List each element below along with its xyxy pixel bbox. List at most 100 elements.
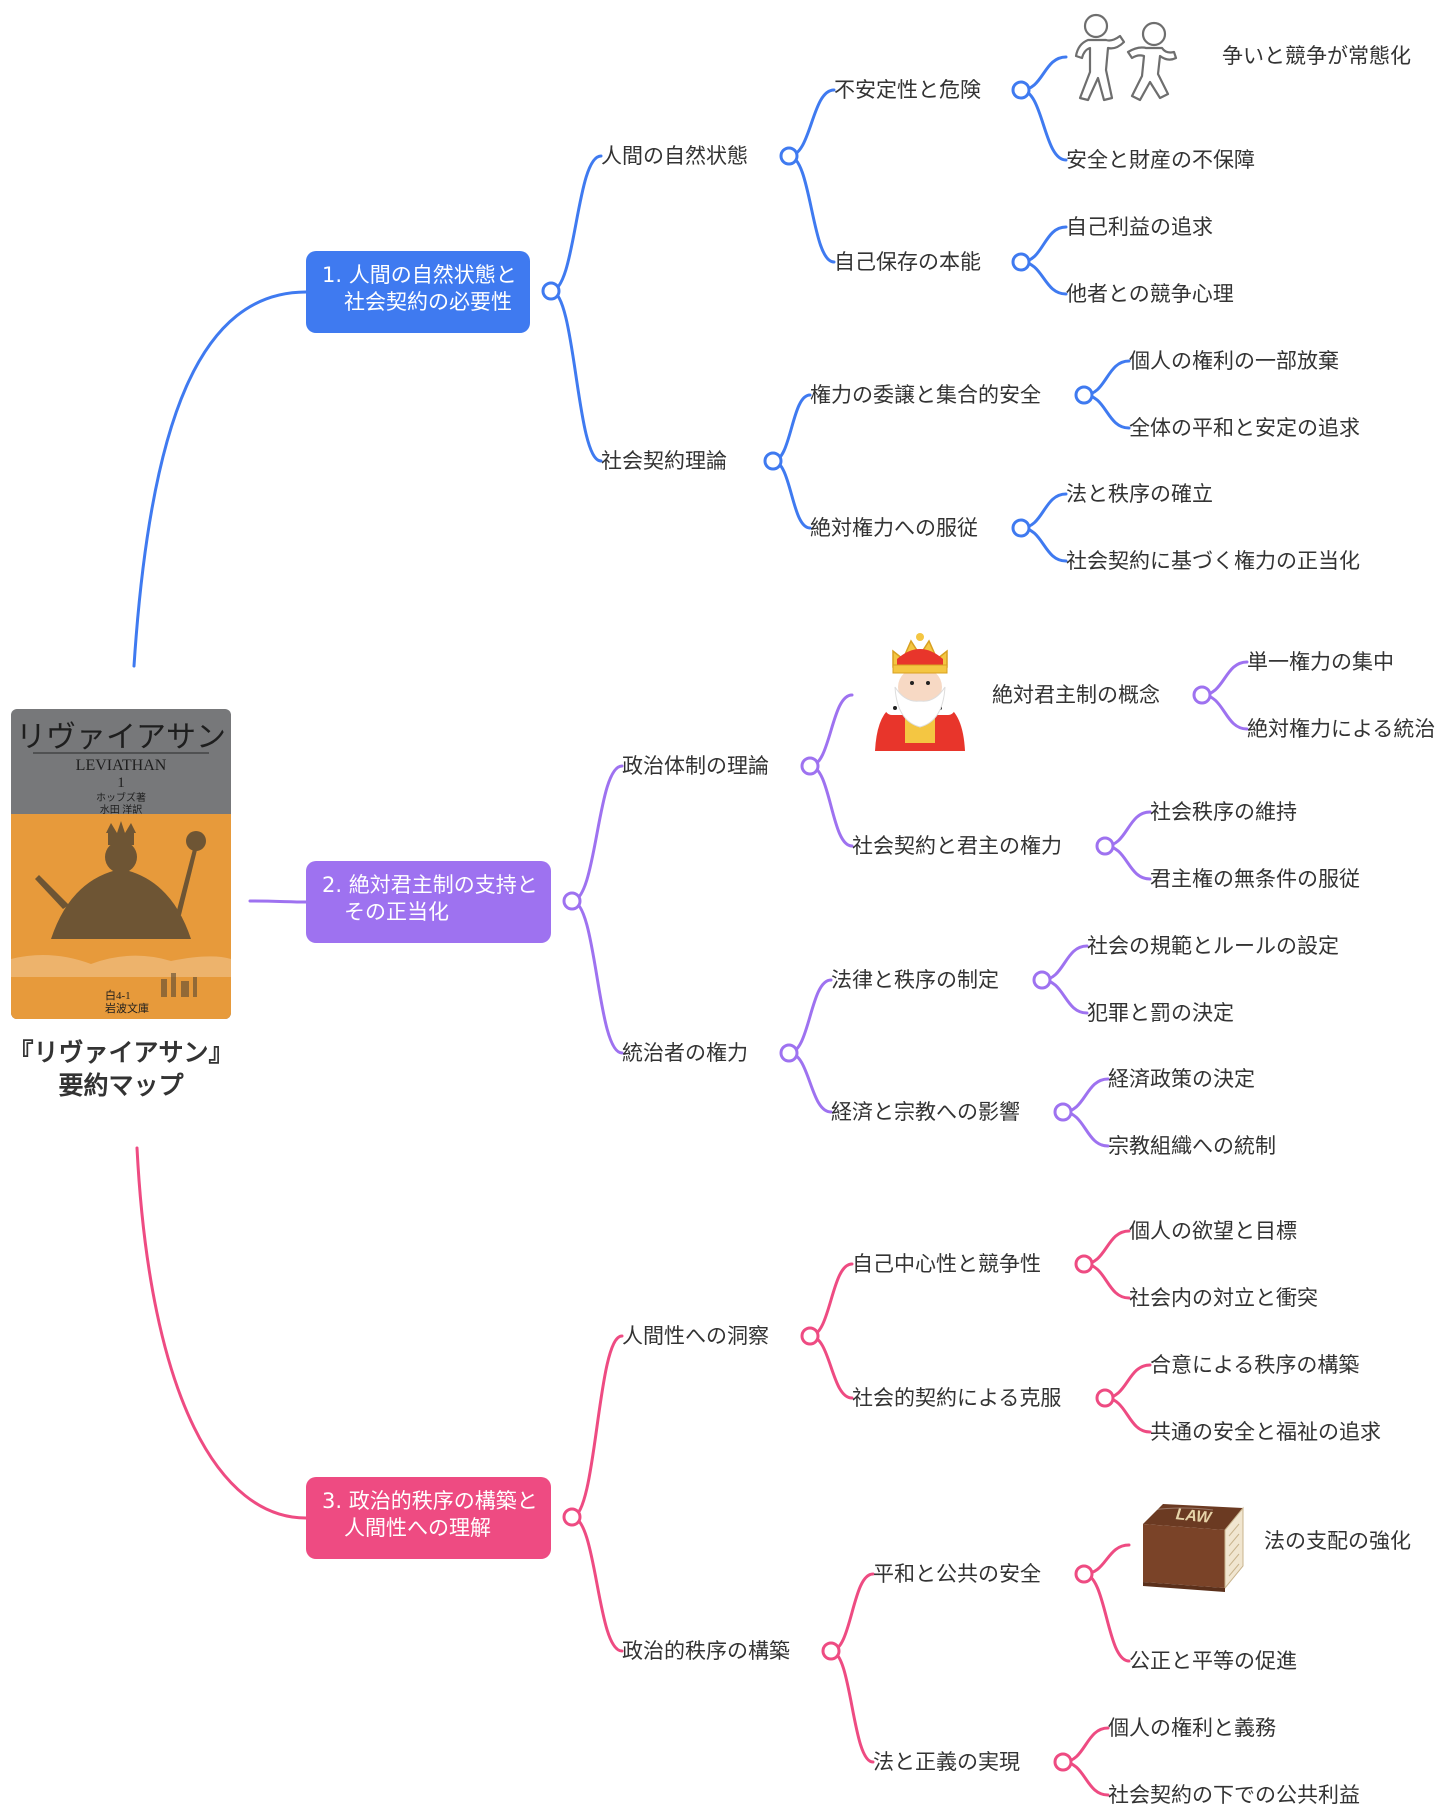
leaf-social-order[interactable]: 社会秩序の維持: [1150, 800, 1297, 824]
connector-1: [248, 899, 308, 904]
connector-dot: [1074, 1564, 1094, 1584]
leaf-religious-control[interactable]: 宗教組織への統制: [1108, 1134, 1276, 1158]
leaf-constant-conflict[interactable]: 争いと競争が常態化: [1222, 44, 1411, 68]
connector-dot: [779, 1043, 799, 1063]
cover-publisher: 岩波文庫: [105, 1001, 149, 1015]
leaf-common-welfare[interactable]: 共通の安全と福祉の追求: [1150, 1420, 1381, 1444]
branch-3-line2: 人間性への理解: [344, 1516, 491, 1540]
node-absolute-obedience[interactable]: 絶対権力への服従: [810, 516, 978, 540]
fighting-people-icon: [1068, 12, 1188, 104]
branch-2-node[interactable]: 2. 絶対君主制の支持と その正当化: [306, 861, 551, 943]
cover-volume: 1: [117, 775, 125, 791]
node-absolute-monarchy-concept[interactable]: 絶対君主制の概念: [992, 683, 1160, 707]
connector-dot: [779, 146, 799, 166]
connector-4: [549, 289, 603, 463]
branch-3-node[interactable]: 3. 政治的秩序の構築と 人間性への理解: [306, 1477, 551, 1559]
connector-0: [132, 290, 308, 668]
leaf-crime-punishment[interactable]: 犯罪と罰の決定: [1087, 1001, 1234, 1025]
connector-5: [787, 88, 836, 158]
leaf-rule-of-law[interactable]: 法の支配の強化: [1264, 1529, 1411, 1553]
connector-dot: [1011, 518, 1031, 538]
root-title-line2: 要約マップ: [58, 1071, 184, 1100]
connector-3: [549, 154, 603, 293]
branch-1-node[interactable]: 1. 人間の自然状態と 社会契約の必要性: [306, 251, 530, 333]
leaf-absolute-rule[interactable]: 絶対権力による統治: [1247, 717, 1436, 741]
node-law-and-order[interactable]: 法律と秩序の制定: [831, 968, 999, 992]
connector-dot: [800, 756, 820, 776]
connector-dot: [1053, 1752, 1073, 1772]
connector-dot: [541, 281, 561, 301]
cover-title-jp: リヴァイアサン: [16, 721, 226, 754]
connector-31: [570, 1334, 624, 1519]
leaf-rights-duties[interactable]: 個人の権利と義務: [1108, 1716, 1276, 1740]
node-contract-and-monarch[interactable]: 社会契約と君主の権力: [852, 834, 1062, 858]
law-book-icon: LAW: [1133, 1496, 1253, 1600]
node-egocentrism[interactable]: 自己中心性と競争性: [852, 1252, 1041, 1276]
connector-dot: [821, 1641, 841, 1661]
connector-22: [787, 1051, 833, 1114]
connector-10: [1019, 88, 1068, 162]
king-icon: [865, 631, 975, 761]
node-overcome-by-contract[interactable]: 社会的契約による克服: [852, 1386, 1062, 1410]
connector-17: [570, 764, 624, 903]
connector-dot: [800, 1326, 820, 1346]
leaf-norms-rules[interactable]: 社会の規範とルールの設定: [1087, 934, 1339, 958]
connector-7: [771, 393, 812, 463]
connector-33: [808, 1262, 854, 1338]
leaf-power-legitimacy[interactable]: 社会契約に基づく権力の正当化: [1066, 549, 1360, 573]
leaf-unconditional-obedience[interactable]: 君主権の無条件の服従: [1150, 867, 1360, 891]
cover-title-en: LEVIATHAN: [76, 757, 167, 774]
connector-42: [1082, 1572, 1131, 1663]
connector-dot: [562, 1507, 582, 1527]
node-political-order-construction[interactable]: 政治的秩序の構築: [622, 1639, 790, 1663]
cover-code: 白4-1: [105, 988, 131, 1002]
cover-translator: 水田 洋訳: [100, 803, 143, 816]
branch-2-line2: その正当化: [344, 900, 449, 924]
leaf-single-power[interactable]: 単一権力の集中: [1247, 650, 1394, 674]
branch-2-line1: 2. 絶対君主制の支持と: [322, 873, 538, 897]
connector-dot: [1074, 1254, 1094, 1274]
cover-author: ホッブズ著: [96, 791, 146, 804]
connector-6: [787, 154, 836, 264]
connector-32: [570, 1515, 624, 1653]
connector-dot: [1074, 385, 1094, 405]
connector-20: [808, 764, 854, 848]
connector-dot: [1011, 252, 1031, 272]
branch-3-line1: 3. 政治的秩序の構築と: [322, 1489, 538, 1513]
law-book-label: LAW: [1175, 1506, 1214, 1527]
leaf-insecurity[interactable]: 安全と財産の不保障: [1066, 148, 1255, 172]
connector-dot: [1053, 1102, 1073, 1122]
connector-2: [135, 1146, 308, 1520]
node-social-contract-theory[interactable]: 社会契約理論: [601, 449, 727, 473]
leaf-self-interest[interactable]: 自己利益の追求: [1066, 215, 1213, 239]
connector-36: [829, 1649, 875, 1764]
connector-19: [808, 693, 854, 768]
leaf-economic-policy[interactable]: 経済政策の決定: [1108, 1067, 1255, 1091]
node-law-and-justice[interactable]: 法と正義の実現: [873, 1750, 1020, 1774]
node-peace-public-safety[interactable]: 平和と公共の安全: [873, 1562, 1041, 1586]
node-natural-state[interactable]: 人間の自然状態: [601, 144, 748, 168]
node-ruler-power[interactable]: 統治者の権力: [622, 1041, 748, 1065]
node-power-delegation[interactable]: 権力の委譲と集合的安全: [810, 383, 1041, 407]
node-self-preservation[interactable]: 自己保存の本能: [834, 250, 981, 274]
leaf-justice-equality[interactable]: 公正と平等の促進: [1129, 1649, 1297, 1673]
connector-dot: [763, 451, 783, 471]
leaf-social-conflict[interactable]: 社会内の対立と衝突: [1129, 1286, 1318, 1310]
leaf-competition[interactable]: 他者との競争心理: [1066, 282, 1234, 306]
root-title: 『リヴァイアサン』 要約マップ: [0, 1036, 242, 1102]
connector-18: [570, 899, 624, 1055]
connector-34: [808, 1334, 854, 1400]
leaf-peace-stability[interactable]: 全体の平和と安定の追求: [1129, 416, 1360, 440]
node-political-system-theory[interactable]: 政治体制の理論: [622, 754, 769, 778]
node-human-nature-insight[interactable]: 人間性への洞察: [622, 1324, 769, 1348]
leaf-consensus-order[interactable]: 合意による秩序の構築: [1150, 1353, 1360, 1377]
leaf-public-interest[interactable]: 社会契約の下での公共利益: [1108, 1783, 1360, 1807]
node-economy-religion[interactable]: 経済と宗教への影響: [831, 1100, 1020, 1124]
leaf-law-order-established[interactable]: 法と秩序の確立: [1066, 482, 1213, 506]
leaf-desires-goals[interactable]: 個人の欲望と目標: [1129, 1219, 1297, 1243]
connector-21: [787, 978, 833, 1055]
connector-8: [771, 459, 812, 530]
node-instability-danger[interactable]: 不安定性と危険: [834, 78, 981, 102]
leaf-rights-surrender[interactable]: 個人の権利の一部放棄: [1129, 349, 1339, 373]
